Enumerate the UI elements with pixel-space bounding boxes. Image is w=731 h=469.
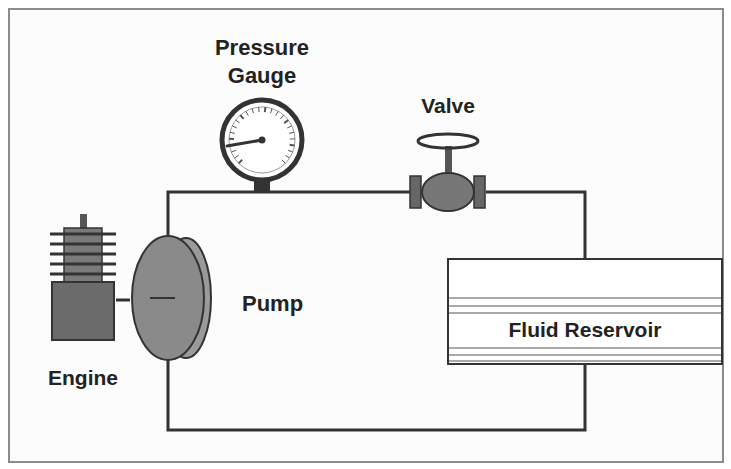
- gauge-hub: [259, 137, 266, 144]
- gauge-tick: [270, 109, 272, 114]
- gauge-tick: [264, 107, 267, 112]
- gauge-inner-ring: [229, 107, 295, 173]
- engine-fin: [50, 243, 116, 246]
- engine-block: [52, 282, 114, 340]
- engine-fin: [50, 263, 116, 266]
- panel-frame: [9, 9, 723, 462]
- valve-node: Valve: [410, 132, 486, 210]
- gauge-tick: [288, 150, 293, 152]
- gauge-tick: [289, 132, 294, 133]
- gauge-tick: [280, 115, 283, 119]
- fluid-lines: [449, 260, 721, 363]
- valve-flange: [474, 176, 485, 208]
- reservoir-box: Fluid Reservoir: [447, 258, 723, 365]
- gauge-tick: [258, 107, 260, 112]
- gauge-dial: [222, 100, 302, 180]
- gauge-tick: [290, 144, 295, 147]
- fluid-line: [449, 305, 721, 307]
- engine-fins: [50, 234, 116, 274]
- engine-node: Engine: [50, 214, 116, 340]
- valve-handwheel: [418, 134, 478, 148]
- gauge-tick: [231, 150, 236, 152]
- pipe-line: [306, 191, 410, 194]
- valve-stem: [445, 146, 452, 176]
- engine-fin: [50, 233, 116, 236]
- gauge-tick: [234, 155, 238, 158]
- engine-label: Engine: [20, 364, 146, 392]
- gauge-tick: [232, 126, 237, 128]
- gauge-label: Pressure Gauge: [187, 34, 337, 90]
- gauge-tick: [236, 120, 240, 123]
- gauge-tick: [240, 115, 243, 119]
- pipe-line: [168, 360, 585, 430]
- pipe-line: [116, 299, 130, 302]
- fluid-line: [449, 354, 721, 356]
- gauge-tick: [252, 109, 254, 114]
- gauge-needle: [227, 140, 262, 146]
- gauge-node: Pressure Gauge: [218, 98, 306, 192]
- engine-fin: [50, 273, 116, 276]
- fluid-line: [449, 347, 721, 349]
- gauge-tick: [287, 126, 292, 128]
- fluid-line: [449, 297, 721, 299]
- gauge-tick: [285, 155, 289, 158]
- gauge-tick: [290, 138, 295, 139]
- gauge-tick: [239, 160, 243, 164]
- valve-label: Valve: [398, 92, 498, 120]
- pump-label: Pump: [242, 290, 303, 318]
- gauge-tick: [230, 132, 235, 133]
- pump-node: Pump: [130, 236, 206, 360]
- gauge-tick: [282, 160, 286, 164]
- gauge-ticks: [229, 107, 295, 163]
- pipe-line: [486, 192, 585, 258]
- valve-body: [422, 173, 474, 211]
- pump-front-disc: [132, 236, 204, 360]
- gauge-tick: [276, 111, 278, 115]
- fluid-line: [449, 360, 721, 362]
- gauge-tick: [284, 120, 288, 123]
- valve-flange: [410, 176, 421, 208]
- engine-fin: [50, 253, 116, 256]
- fluid-line: [449, 312, 721, 314]
- gauge-tick: [229, 138, 234, 140]
- pump-shaft-end: [150, 297, 175, 299]
- gauge-tick: [246, 111, 248, 115]
- reservoir-label: Fluid Reservoir: [503, 316, 668, 344]
- pipe-line: [168, 192, 218, 236]
